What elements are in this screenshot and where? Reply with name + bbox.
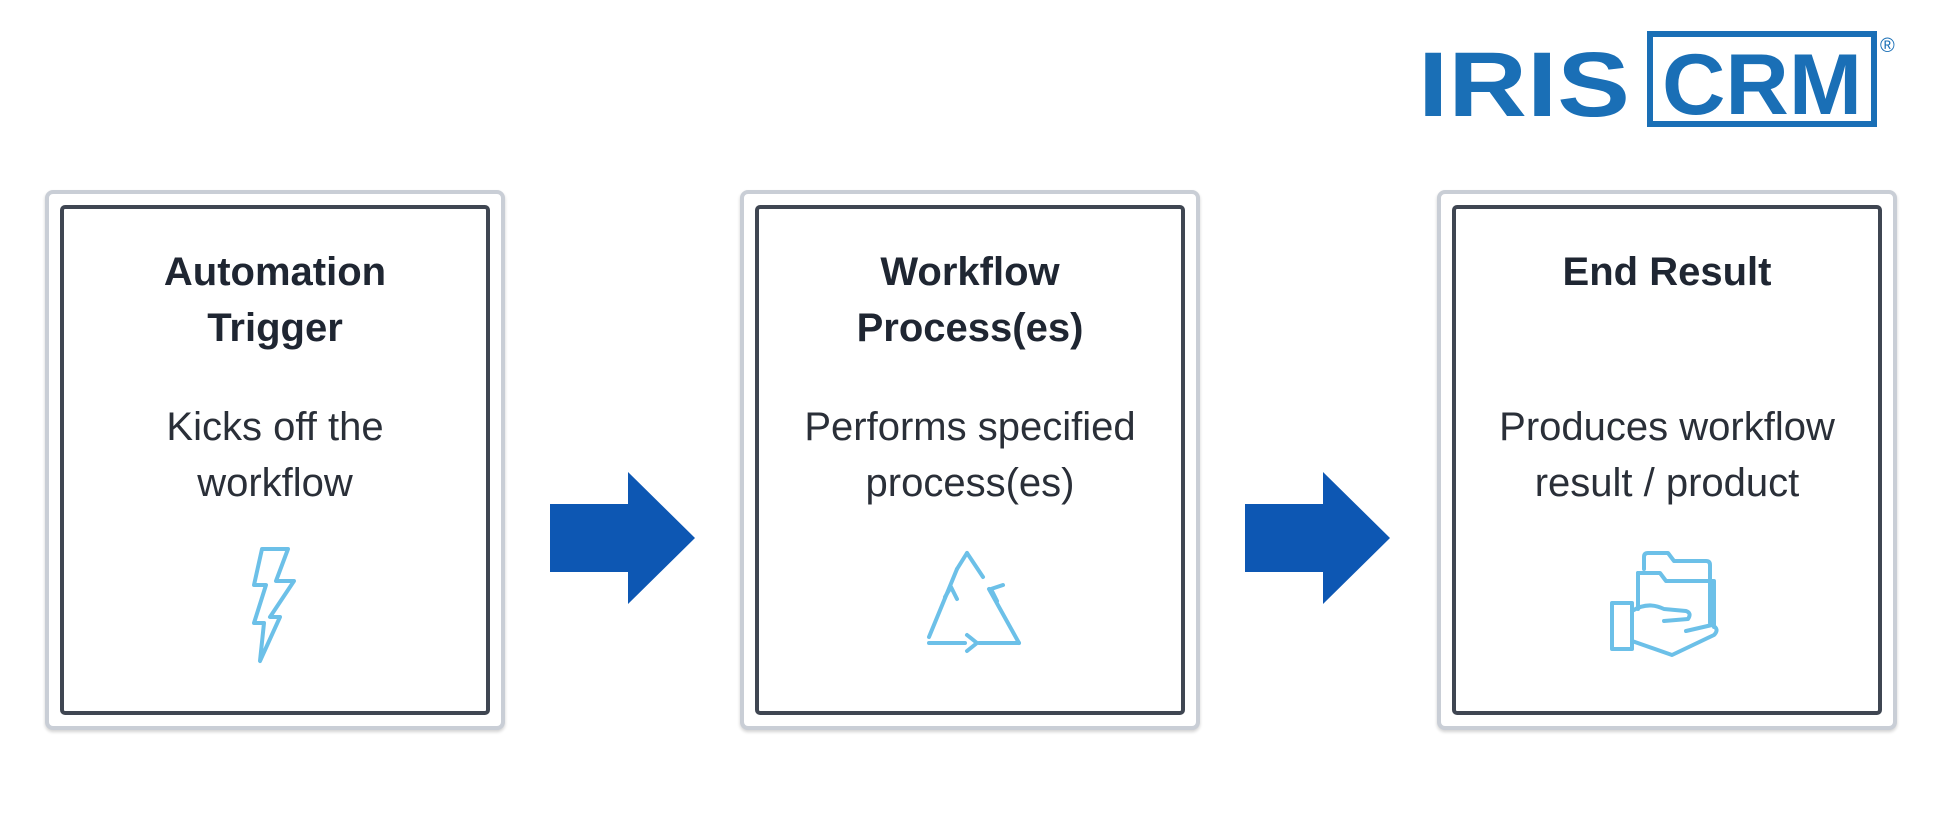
step-card-frame: End Result Produces workflow result / pr… bbox=[1452, 205, 1882, 715]
hand-holding-folder-icon bbox=[1602, 539, 1732, 669]
step-title: End Result bbox=[1562, 250, 1772, 294]
step-title: Automation Trigger bbox=[163, 250, 387, 350]
flow-arrow-right bbox=[550, 472, 695, 604]
step-card-frame: Workflow Process(es) Performs specified … bbox=[755, 205, 1185, 715]
step-title: Workflow Process(es) bbox=[856, 250, 1084, 350]
step-description: Produces workflow result / product bbox=[1499, 405, 1835, 505]
svg-text:CRM: CRM bbox=[1662, 37, 1862, 133]
step-card-frame: Automation Trigger Kicks off the workflo… bbox=[60, 205, 490, 715]
svg-text:IRIS: IRIS bbox=[1418, 34, 1630, 134]
step-description: Performs specified process(es) bbox=[804, 405, 1136, 505]
recycle-cycle-icon bbox=[905, 539, 1035, 669]
step-card-workflow-processes: Workflow Process(es) Performs specified … bbox=[740, 190, 1200, 730]
iris-crm-logo-graphic: IRIS CRM ® bbox=[1418, 31, 1895, 134]
lightning-bolt-icon bbox=[210, 539, 340, 669]
iris-crm-logo: IRIS CRM ® bbox=[1418, 30, 1898, 134]
svg-text:®: ® bbox=[1880, 35, 1895, 57]
step-card-end-result: End Result Produces workflow result / pr… bbox=[1437, 190, 1897, 730]
step-card-automation-trigger: Automation Trigger Kicks off the workflo… bbox=[45, 190, 505, 730]
flow-arrow-right bbox=[1245, 472, 1390, 604]
step-description: Kicks off the workflow bbox=[166, 405, 384, 505]
